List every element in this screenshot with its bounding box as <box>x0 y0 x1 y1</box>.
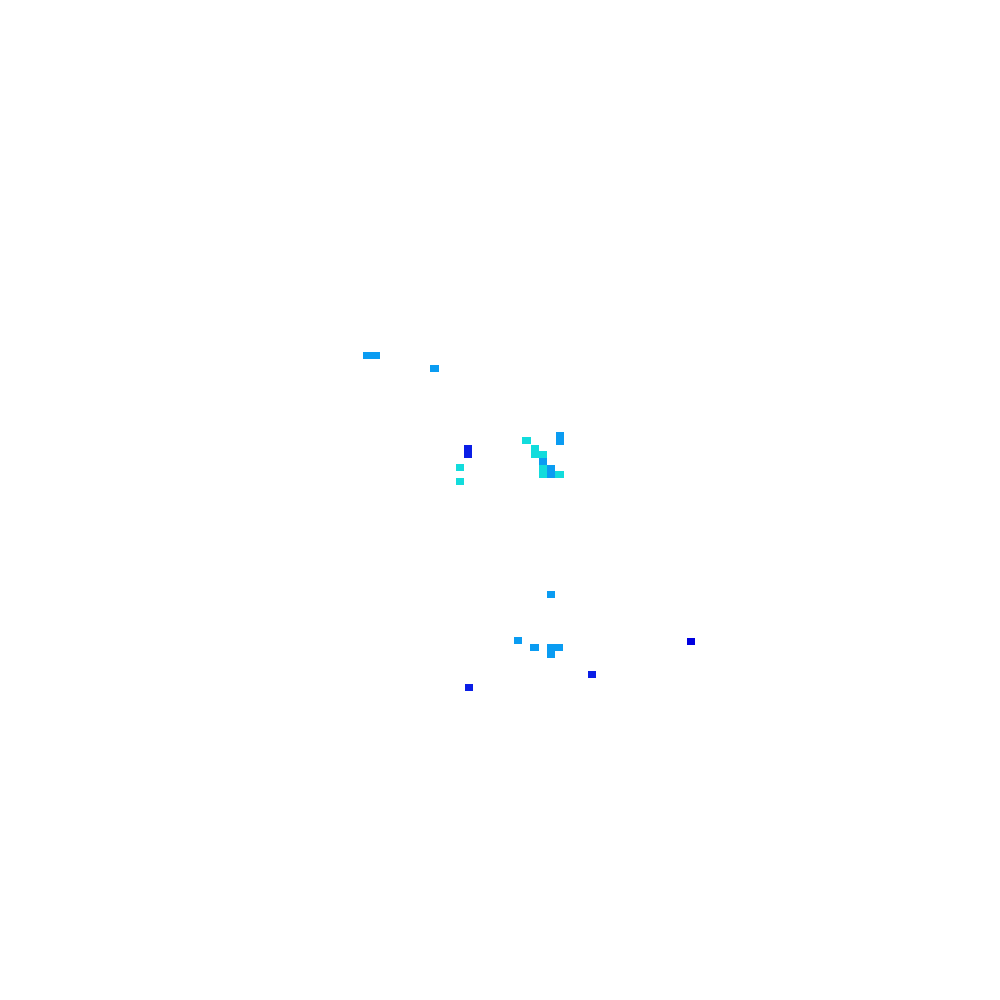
pixel-block <box>465 684 473 691</box>
pixel-block <box>530 644 539 651</box>
pixel-block <box>464 445 472 458</box>
pixel-block <box>456 464 464 471</box>
pixel-block <box>363 352 380 359</box>
pixel-block <box>456 478 464 485</box>
pixel-block <box>547 465 555 478</box>
pixel-block <box>687 638 695 645</box>
pixel-block <box>430 365 439 372</box>
pixel-block <box>588 671 596 678</box>
pixel-block <box>547 644 563 651</box>
pixel-block <box>539 451 547 459</box>
pixel-block <box>539 465 547 478</box>
pixel-block <box>547 591 555 598</box>
pixel-block <box>522 437 531 444</box>
pixel-block <box>555 471 564 478</box>
pixel-block <box>539 458 547 465</box>
pixel-block <box>531 445 539 458</box>
pixel-block <box>556 432 564 445</box>
pixel-block <box>514 637 522 644</box>
pixel-block <box>547 651 555 658</box>
